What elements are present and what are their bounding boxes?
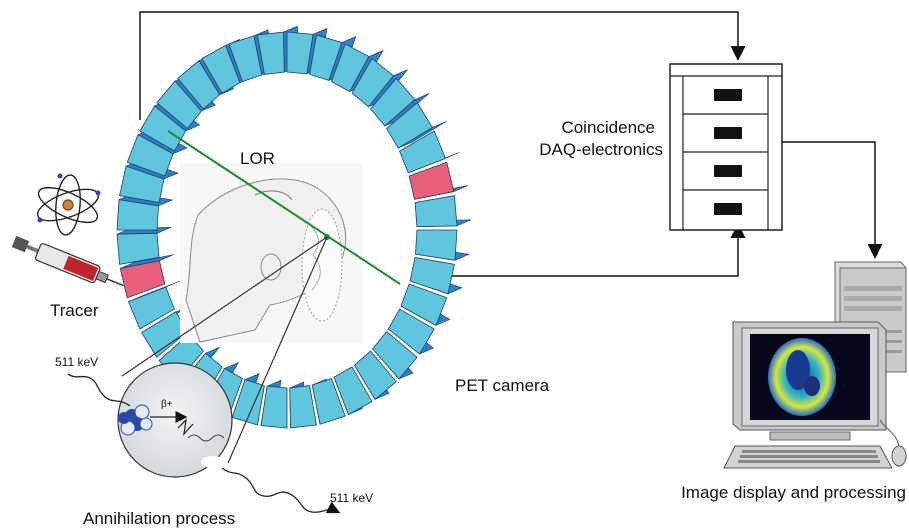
gamma-ray-top (68, 374, 130, 406)
daq-electronics-rack (670, 64, 782, 230)
annihilation-label: Annihilation process (83, 509, 235, 528)
pet-camera-label: PET camera (455, 376, 550, 395)
gamma-ray-bottom (222, 468, 338, 512)
detector-block (415, 196, 457, 227)
daq-electronics-label: DAQ-electronics (539, 140, 663, 159)
detector-block (290, 386, 317, 428)
arrow-daq-to-computer (781, 142, 875, 256)
tracer-label: Tracer (50, 301, 99, 320)
syringe-icon (11, 233, 127, 294)
head-icon (180, 163, 363, 343)
arrow-ring-to-daq-bottom (443, 226, 738, 276)
energy-label-top: 511 keV (55, 355, 98, 369)
image-display-label: Image display and processing (681, 483, 906, 502)
computer-icon (724, 262, 906, 468)
atom-icon (34, 174, 102, 236)
energy-label-bottom: 511 keV (330, 491, 373, 505)
annihilation-process-inset (118, 363, 232, 477)
lor-label: LOR (240, 149, 275, 168)
beta-label: β+ (161, 399, 173, 410)
coincidence-label: Coincidence (561, 118, 655, 137)
detector-block (261, 386, 287, 428)
detector-block (415, 230, 457, 260)
